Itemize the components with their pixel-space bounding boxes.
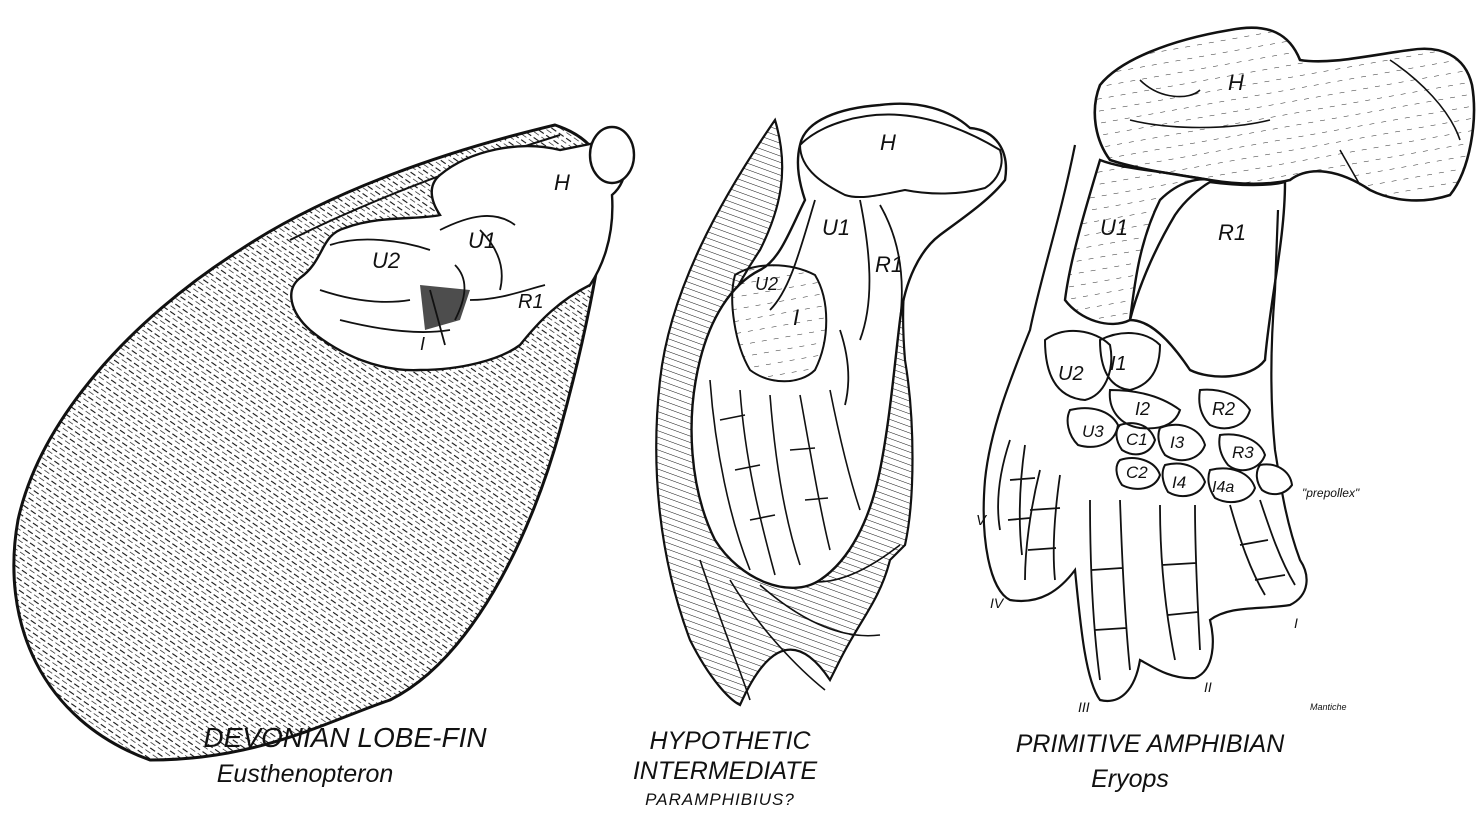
lobe-fin-label-i: I [420,334,425,354]
amphibian-label-digit-iii: III [1078,699,1090,715]
intermediate-caption-line1: HYPOTHETIC [620,727,840,756]
amphibian-label-digit-iv: IV [990,595,1005,611]
amphibian-label-i3: I3 [1170,433,1185,452]
intermediate-label-u1: U1 [822,215,850,240]
intermediate-label-h: H [880,130,896,155]
lobe-fin-caption-line2: Eusthenopteron [180,760,430,789]
intermediate-label-u2: U2 [755,274,778,294]
lobe-fin-humerus-head [590,127,634,183]
amphibian-label-i1: I1 [1110,353,1127,375]
artist-signature: Mantiche [1310,702,1347,712]
amphibian-label-prepollex: "prepollex" [1302,486,1360,500]
amphibian-label-r2: R2 [1212,399,1235,419]
lobe-fin-label-u2: U2 [372,248,400,273]
intermediate-caption-line3: PARAMPHIBIUS? [620,790,820,810]
amphibian-label-u1: U1 [1100,215,1128,240]
amphibian-label-u3: U3 [1082,422,1104,441]
lobe-fin-caption-line1: DEVONIAN LOBE-FIN [180,722,510,754]
amphibian-label-r3: R3 [1232,443,1254,462]
lobe-fin-label-u1: U1 [468,228,496,253]
amphibian-label-digit-i: I [1294,615,1298,631]
amphibian-label-u2: U2 [1058,363,1084,385]
amphibian-label-i4: I4 [1172,473,1186,492]
intermediate-label-i: I [793,305,799,330]
intermediate-label-r1: R1 [875,252,903,277]
amphibian-label-r1: R1 [1218,220,1246,245]
intermediate-caption-line2: INTERMEDIATE [610,757,840,786]
amphibian-label-digit-ii: II [1204,679,1212,695]
intermediate-drawing [656,104,1006,705]
amphibian-label-c2: C2 [1126,463,1148,482]
lobe-fin-label-r1: R1 [518,291,544,313]
amphibian-label-digit-v: V [976,512,988,529]
amphibian-label-h: H [1228,70,1244,95]
amphibian-label-c1: C1 [1126,430,1148,449]
amphibian-label-i2: I2 [1135,399,1150,419]
intermediate-wrist [732,265,826,381]
amphibian-label-i4a: I4a [1212,479,1234,496]
lobe-fin-drawing [14,125,634,760]
amphibian-caption-line2: Eryops [1060,765,1200,794]
amphibian-caption-line1: PRIMITIVE AMPHIBIAN [990,730,1310,759]
lobe-fin-label-h: H [554,170,570,195]
